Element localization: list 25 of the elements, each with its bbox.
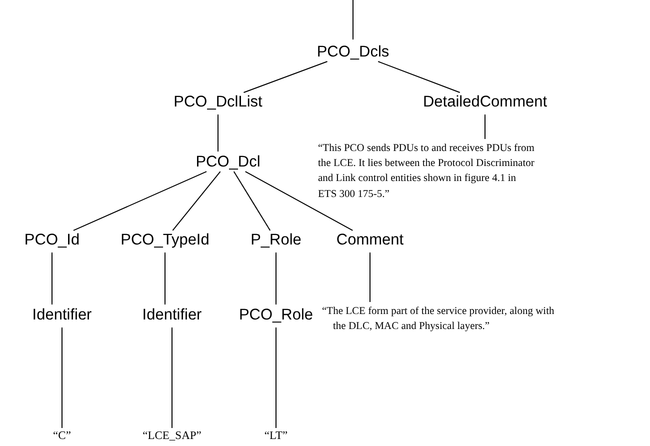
value-text: “C”	[53, 430, 71, 442]
tree-node-label: PCO_Dcls	[316, 43, 390, 61]
comment-text: “This PCO sends PDUs to and receives PDUs from the LCE. It lies between the Protocol Discriminator and Link control entities shown in figure 4.1 in ETS 300 175-5.”	[318, 141, 536, 202]
tree-node-label: DetailedComment	[422, 93, 548, 111]
tree-line	[233, 171, 271, 231]
tree-line	[484, 114, 486, 140]
tree-node-label: PCO_Role	[238, 306, 314, 324]
tree-node-label: PCO_DclList	[174, 93, 262, 111]
tree-node-label: PCO_Dcl	[196, 153, 260, 171]
tree-line	[73, 171, 207, 231]
tree-node-label: PCO_TypeId	[120, 231, 210, 249]
value-text: “LCE_SAP”	[142, 430, 202, 442]
comment-text: “The LCE form part of the service provider, along with the DLC, MAC and Physical layers.”	[322, 304, 561, 334]
tree-line	[172, 171, 221, 231]
tree-line	[164, 252, 166, 305]
tree-line	[243, 61, 328, 93]
tree-node-label: Identifier	[142, 306, 202, 324]
value-text: “LT”	[264, 430, 288, 442]
tree-node-label: P_Role	[250, 231, 302, 249]
tree-node-label: Identifier	[32, 306, 92, 324]
tree-node-label: PCO_Id	[24, 231, 80, 249]
tree-line	[244, 171, 354, 231]
tree-line	[352, 0, 354, 40]
tree-node-label: Comment	[336, 231, 404, 249]
tree-line	[378, 61, 460, 93]
